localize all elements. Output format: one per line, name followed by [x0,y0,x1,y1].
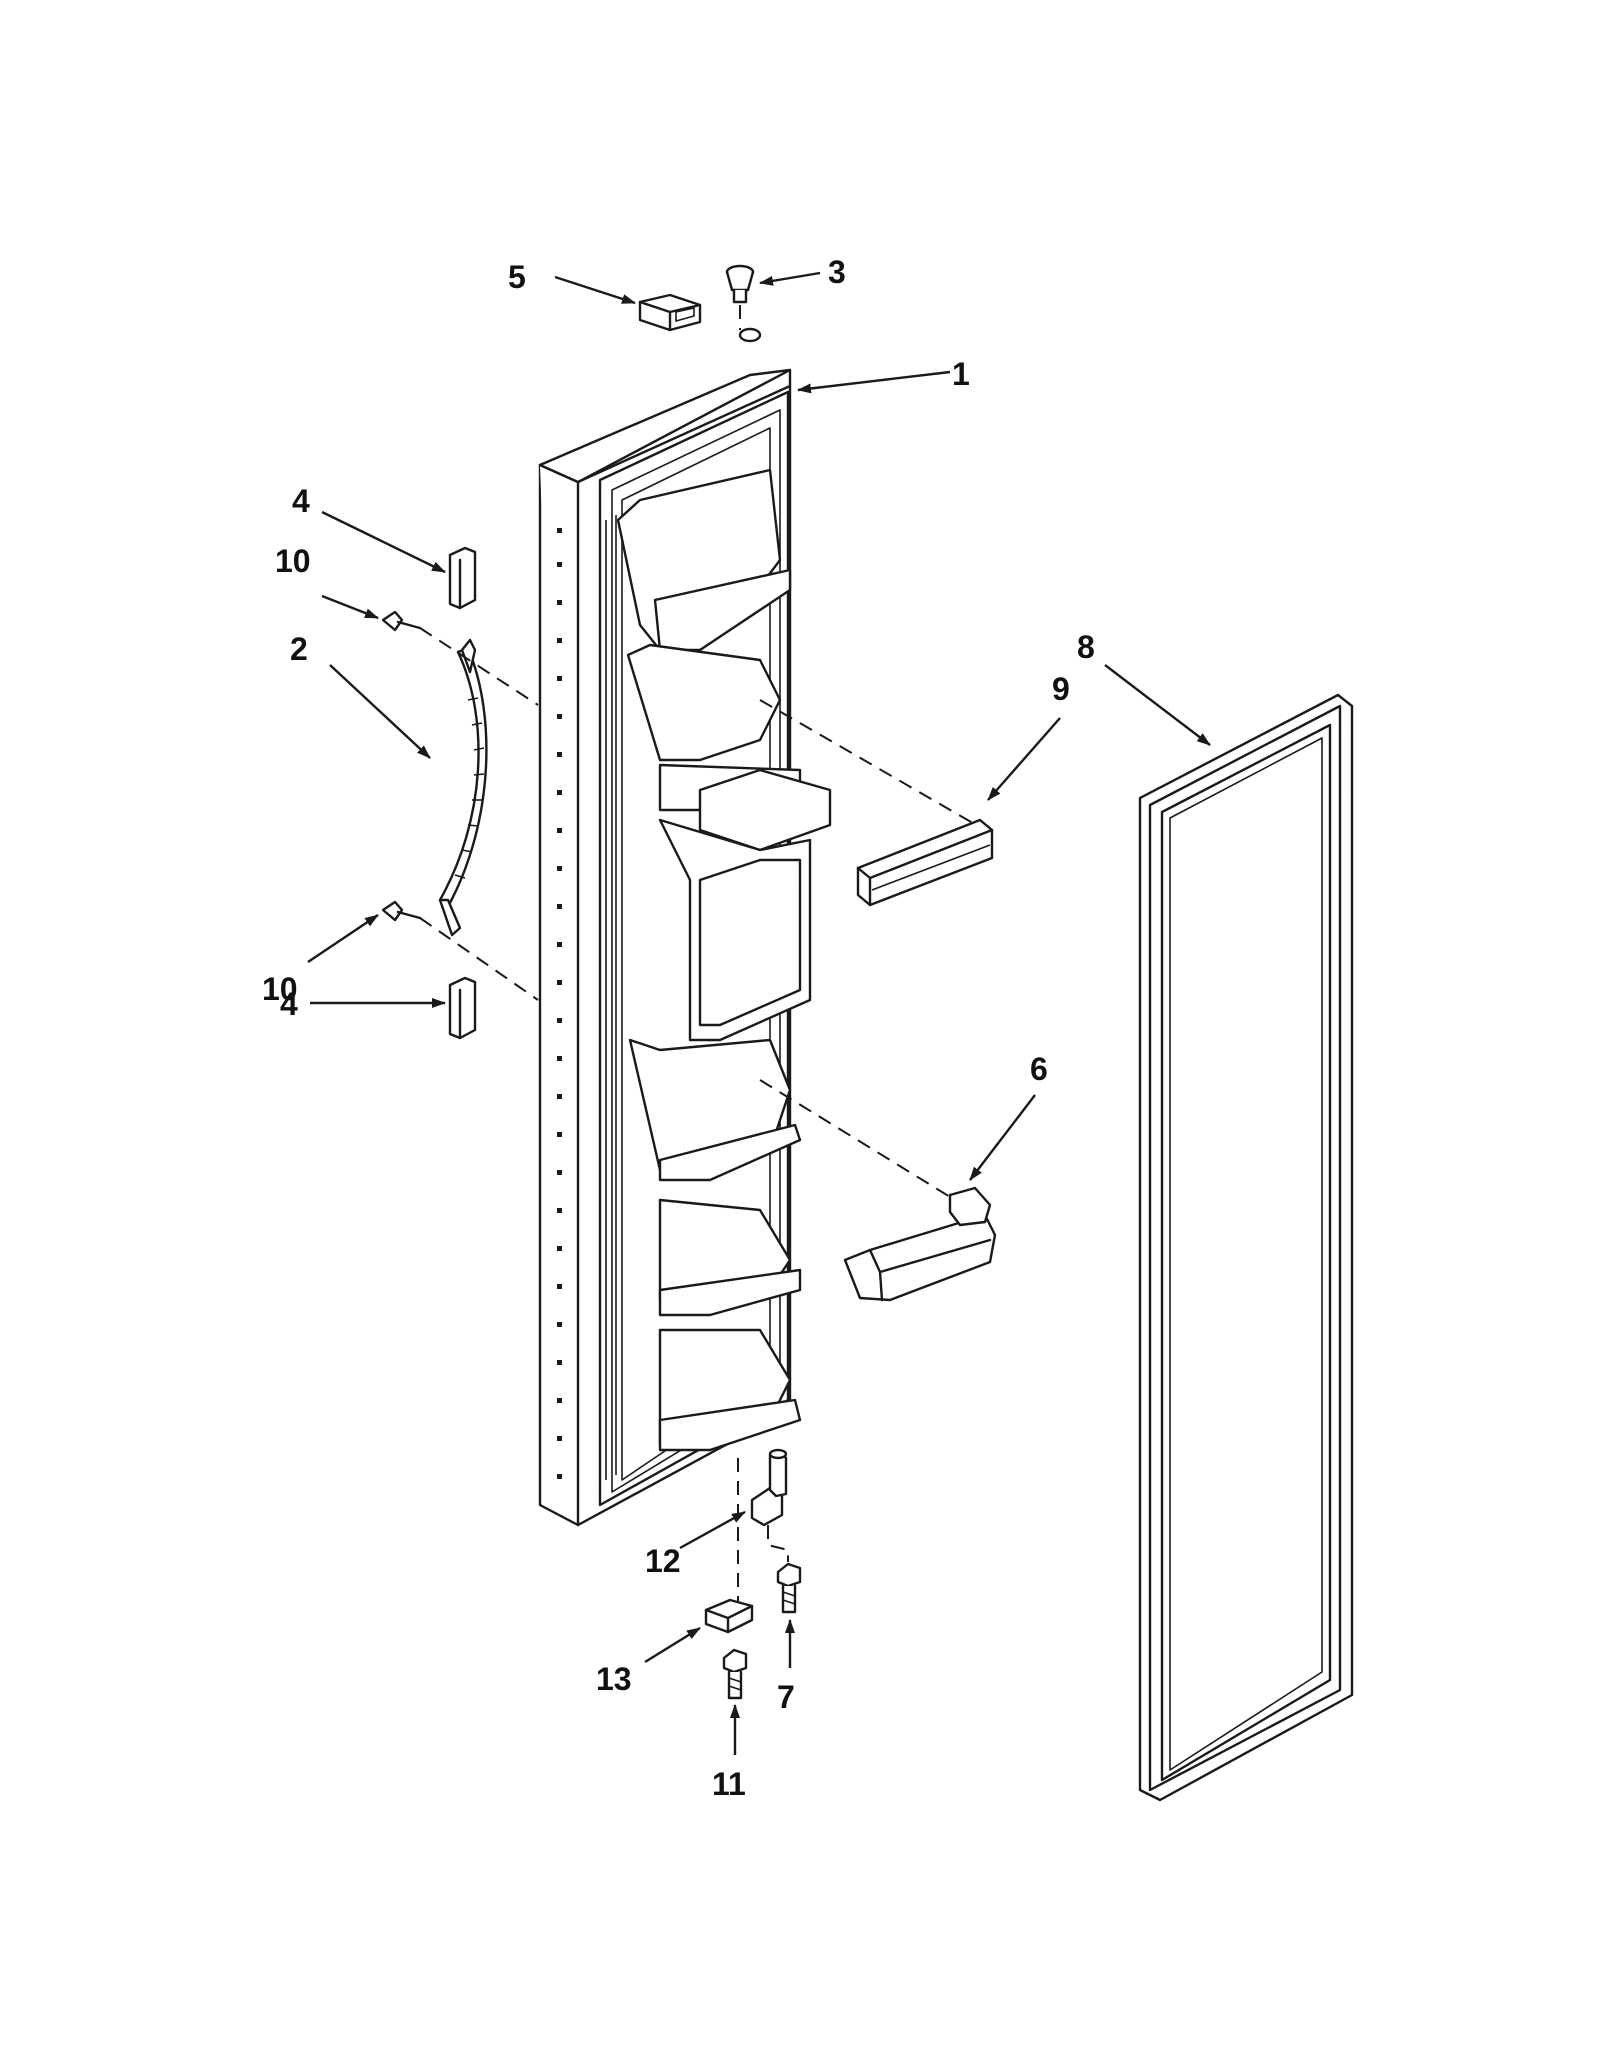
callout-7: 7 [777,1679,795,1715]
callout-5: 5 [508,259,526,295]
hinge-cover-5 [638,293,702,332]
door-handle-2 [438,638,488,937]
callout-3: 3 [828,254,846,290]
door-gasket-8 [1138,693,1354,1802]
hinge-bushing-3 [725,264,755,330]
callout-6: 6 [1030,1051,1048,1087]
callout-13: 13 [596,1661,632,1697]
hinge-screw-7 [776,1562,802,1614]
callout-4-lower: 4 [280,986,298,1022]
leader-arrows [307,271,1211,1755]
callout-11: 11 [712,1766,746,1802]
handle-screw-10-upper [381,610,422,632]
callout-1: 1 [952,356,970,392]
callout-12: 12 [645,1543,681,1579]
bottom-hinge-12 [750,1448,788,1527]
handle-screw-10-lower [381,900,422,922]
callout-10-lower: 10 [262,971,298,1007]
door-bin-6 [843,1186,997,1302]
dispenser-rail-9 [856,818,994,907]
handle-end-cap-4-upper [448,546,477,610]
liner-channel [605,515,617,1480]
shim-screw-11 [722,1648,748,1700]
handle-end-cap-4-lower [448,976,477,1040]
callout-labels: 1 2 3 4 4 5 6 7 8 9 10 10 11 12 13 [262,254,1095,1802]
callout-8: 8 [1077,629,1095,665]
callout-4-upper: 4 [292,483,310,519]
callout-2: 2 [290,631,308,667]
hinge-shim-13 [704,1598,754,1634]
callout-10-upper: 10 [275,543,311,579]
door-edge-holes [557,528,562,1479]
freezer-door [538,327,832,1527]
door-bins [616,468,832,1452]
callout-9: 9 [1052,671,1070,707]
